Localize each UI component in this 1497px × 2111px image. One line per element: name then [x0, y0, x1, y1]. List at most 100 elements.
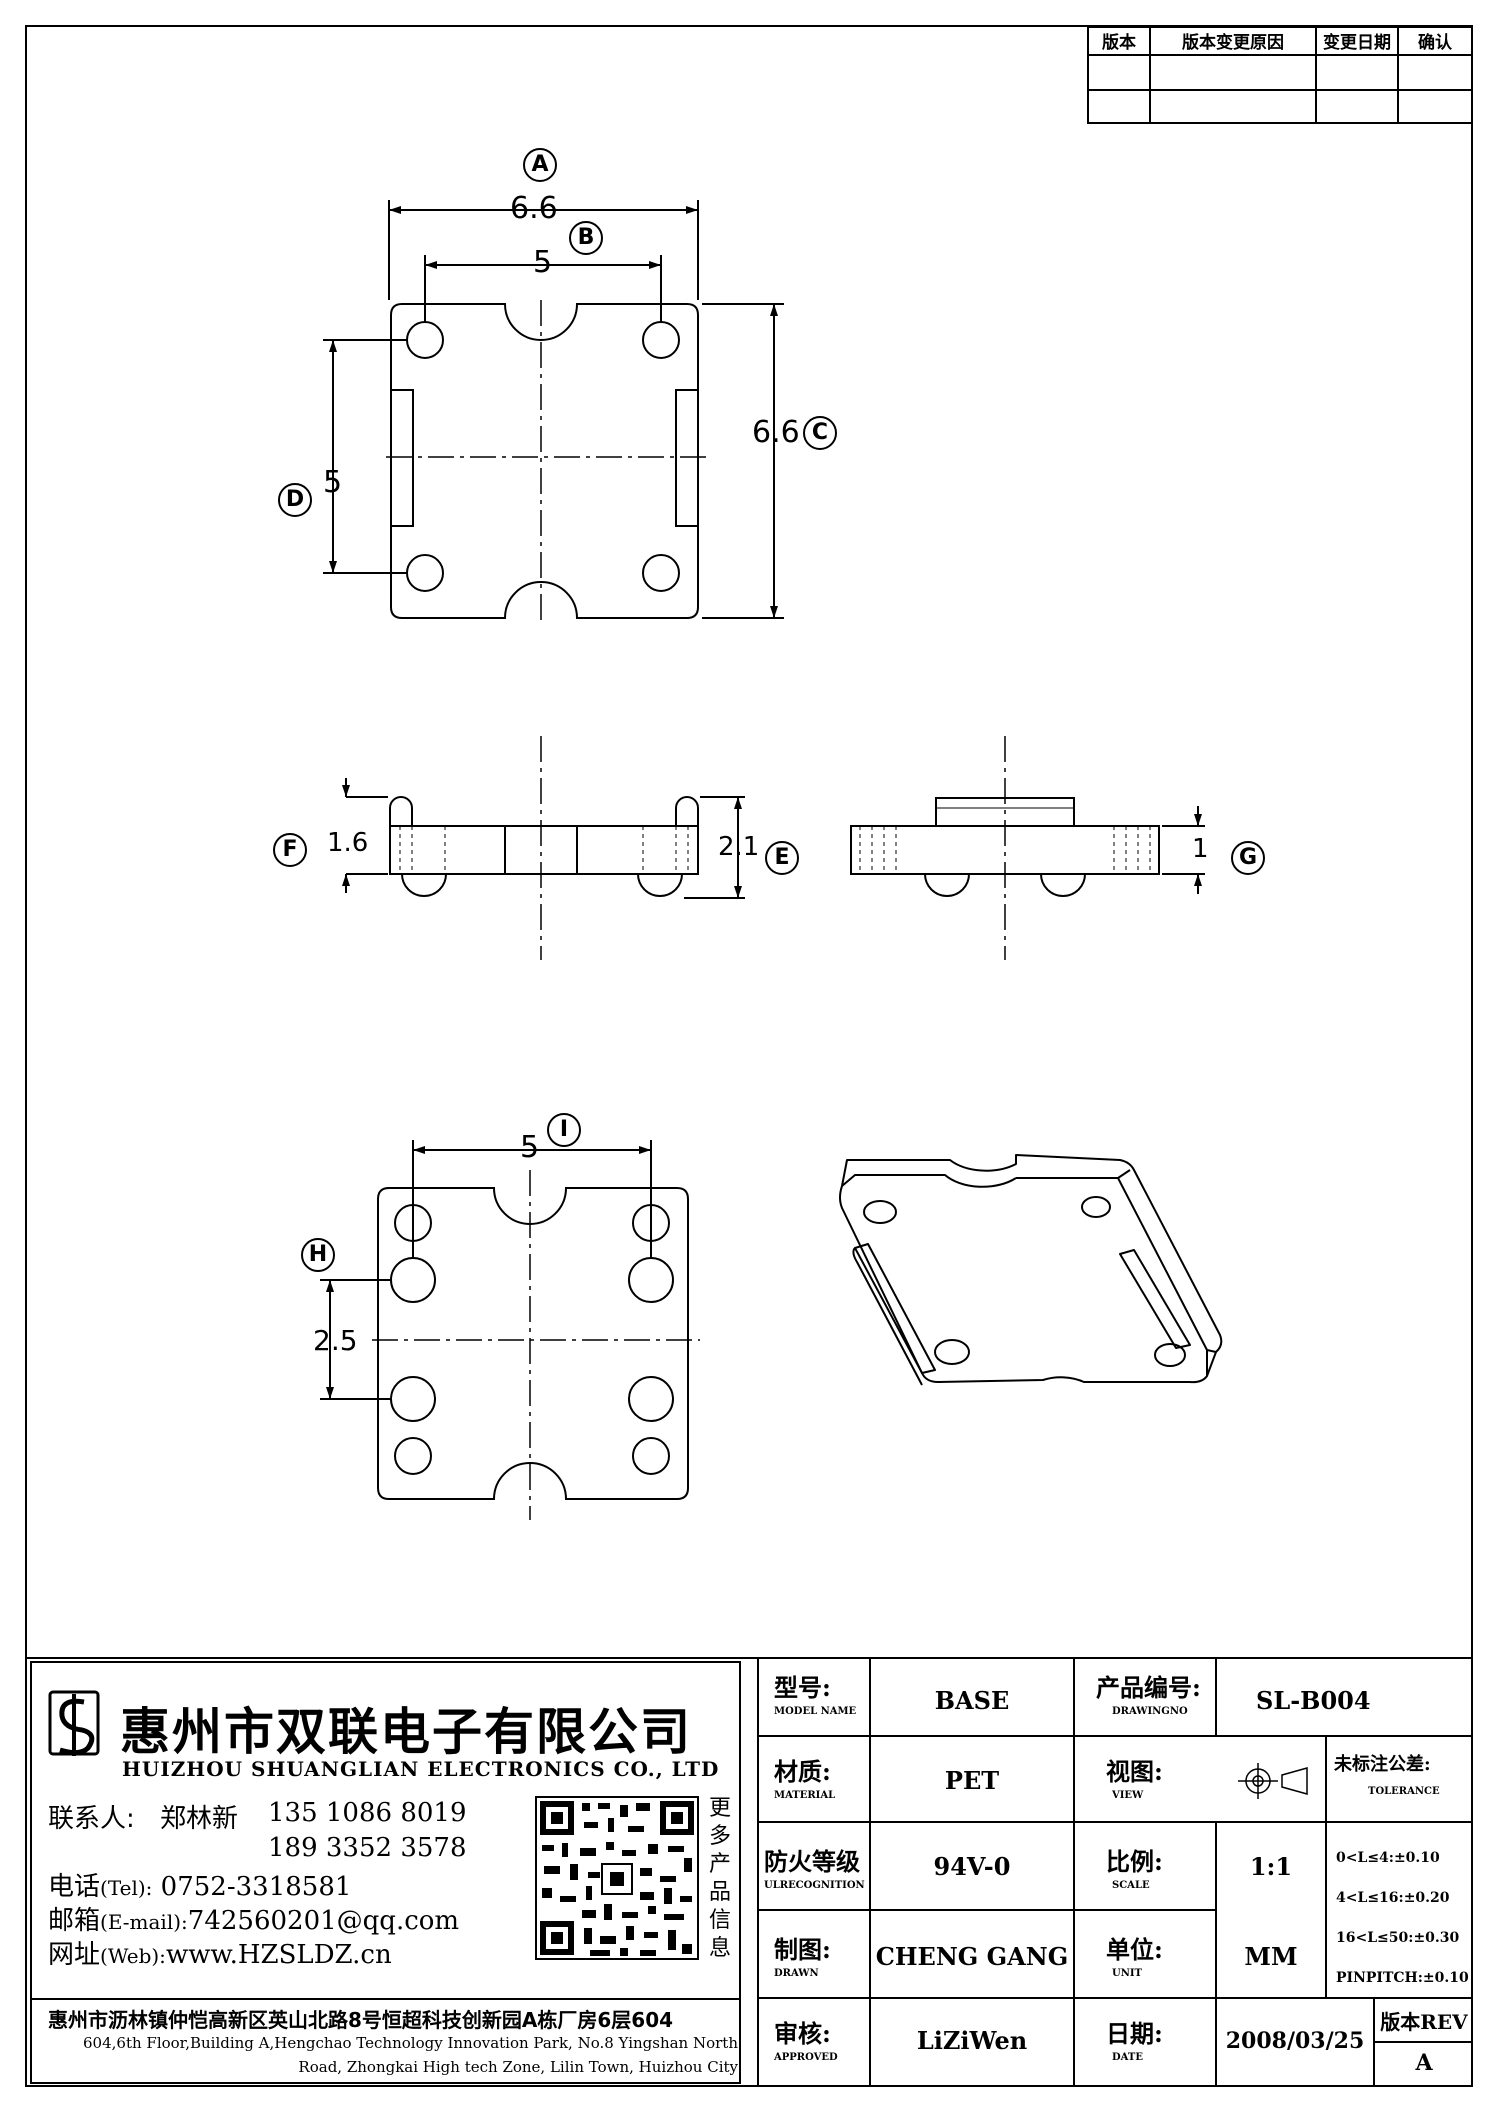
- bottom-view-arrows: [326, 1146, 651, 1399]
- approved-value: LiZiWen: [916, 2026, 1028, 2055]
- top-view-outline: [390, 303, 699, 619]
- address-cn: 惠州市沥林镇仲恺高新区英山北路8号恒超科技创新园A栋厂房6层604: [48, 2008, 674, 2032]
- tolerance-item: 0<L≤4:±0.10: [1336, 1850, 1440, 1866]
- callout-e: E: [765, 841, 799, 875]
- date-label-en: DATE: [1112, 2052, 1143, 2063]
- tel-value: 0752-3318581: [160, 1872, 352, 1902]
- unit-label-en: UNIT: [1112, 1968, 1142, 1979]
- model-value: BASE: [934, 1686, 1010, 1715]
- tolerance-label: 未标注公差:: [1334, 1754, 1431, 1775]
- view-label: 视图:: [1106, 1757, 1163, 1786]
- web-row: 网址(Web):www.HZSLDZ.cn: [48, 1934, 392, 1971]
- callout-c: C: [803, 416, 837, 450]
- qr-code: [535, 1796, 699, 1960]
- dim-bottom-pin-pitch: 5: [520, 1130, 540, 1165]
- scale-value: 1:1: [1249, 1852, 1293, 1881]
- scale-label: 比例:: [1106, 1847, 1163, 1876]
- drawing-frame: [25, 25, 1473, 2087]
- drawn-label-en: DRAWN: [774, 1968, 819, 1979]
- email-value: 742560201@qq.com: [187, 1906, 460, 1936]
- drawn-value: CHENG GANG: [875, 1942, 1069, 1971]
- rev-value: A: [1415, 2050, 1433, 2076]
- dim-bottom-row-pitch: 2.5: [313, 1324, 358, 1357]
- dim-front-total-height: 2.1: [718, 832, 760, 862]
- qr-caption-char: 产: [708, 1852, 731, 1877]
- web-value: www.HZSLDZ.cn: [165, 1940, 392, 1970]
- drawing-no-label: 产品编号:: [1096, 1673, 1201, 1702]
- top-view: [323, 200, 784, 622]
- model-label-en: MODEL NAME: [774, 1706, 857, 1717]
- dim-front-pin-height: 1.6: [327, 828, 369, 858]
- material-value: PET: [944, 1766, 1000, 1795]
- callout-f: F: [273, 833, 307, 867]
- address-en-1: 604,6th Floor,Building A,Hengchao Techno…: [83, 2034, 738, 2052]
- qr-caption-char: 多: [708, 1824, 731, 1849]
- contact-phone-2: 189 3352 3578: [268, 1833, 467, 1863]
- drawing-no-label-en: DRAWINGNO: [1112, 1706, 1188, 1717]
- rev-label: 版本REV: [1380, 2010, 1468, 2034]
- tel-label-en: (Tel):: [100, 1876, 153, 1900]
- callout-h: H: [301, 1238, 335, 1272]
- email-row: 邮箱(E-mail):742560201@qq.com: [48, 1900, 459, 1937]
- side-view: [850, 736, 1205, 960]
- tolerance-item: 4<L≤16:±0.20: [1336, 1890, 1450, 1906]
- unit-label: 单位:: [1106, 1935, 1163, 1964]
- drawing-no-value: SL-B004: [1256, 1686, 1371, 1715]
- ul-label: 防火等级: [764, 1847, 860, 1876]
- callout-i: I: [547, 1113, 581, 1147]
- qr-caption-char: 更: [708, 1796, 731, 1821]
- date-value: 2008/03/25: [1225, 2028, 1365, 2054]
- ul-value: 94V-0: [933, 1852, 1011, 1881]
- unit-value: MM: [1244, 1942, 1298, 1971]
- drawn-label: 制图:: [774, 1935, 831, 1964]
- qr-caption-char: 息: [708, 1936, 731, 1961]
- tel-row: 电话(Tel): 0752-3318581: [48, 1866, 351, 1903]
- revision-table: [1087, 26, 1473, 124]
- email-label-en: (E-mail):: [100, 1910, 188, 1934]
- bottom-view: [320, 1140, 700, 1520]
- email-label-cn: 邮箱: [48, 1906, 101, 1936]
- approved-label-en: APPROVED: [774, 2052, 838, 2063]
- rev-header-confirm: 确认: [1418, 32, 1453, 53]
- rev-header-date: 变更日期: [1323, 32, 1391, 53]
- tolerance-label-en: TOLERANCE: [1368, 1786, 1440, 1797]
- contact-phone-1: 135 1086 8019: [268, 1798, 467, 1828]
- rev-header-version: 版本: [1102, 32, 1136, 53]
- projection-symbol: [1238, 1763, 1308, 1799]
- company-logo: [48, 1690, 100, 1756]
- dim-top-height: 6.6: [752, 415, 800, 450]
- company-name-cn: 惠州市双联电子有限公司: [120, 1702, 692, 1761]
- rev-header-reason: 版本变更原因: [1182, 32, 1284, 53]
- side-view-arrows: [1194, 814, 1202, 886]
- contact-label: 联系人:: [48, 1804, 135, 1834]
- callout-a: A: [523, 148, 557, 182]
- front-view: [345, 736, 745, 960]
- material-label-en: MATERIAL: [774, 1790, 836, 1801]
- isometric-view: [839, 1154, 1223, 1386]
- view-label-en: VIEW: [1112, 1790, 1144, 1801]
- web-label-cn: 网址: [48, 1940, 101, 1970]
- tolerance-item: PINPITCH:±0.10: [1336, 1970, 1469, 1986]
- callout-g: G: [1231, 841, 1265, 875]
- dim-top-width: 6.6: [510, 191, 558, 226]
- ul-label-en: ULRECOGNITION: [764, 1880, 865, 1891]
- callout-d: D: [278, 483, 312, 517]
- company-name-en: HUIZHOU SHUANGLIAN ELECTRONICS CO., LTD: [122, 1757, 720, 1781]
- top-view-arrows: [329, 206, 778, 618]
- tel-label-cn: 电话: [48, 1872, 101, 1902]
- contact-name: 郑林新: [160, 1804, 239, 1834]
- front-view-arrows: [342, 785, 742, 898]
- model-label: 型号:: [774, 1673, 831, 1702]
- title-block: [26, 1657, 1472, 2086]
- dim-top-pin-pitch: 5: [533, 245, 553, 280]
- qr-caption: 更多产品信息: [708, 1795, 732, 1963]
- qr-caption-char: 信: [708, 1908, 731, 1933]
- qr-caption-char: 品: [708, 1880, 731, 1905]
- dim-top-pin-pitch-v: 5: [323, 465, 343, 500]
- approved-label: 审核:: [774, 2019, 831, 2048]
- qr-code-pattern: [540, 1801, 694, 1956]
- tolerance-item: 16<L≤50:±0.30: [1336, 1930, 1460, 1946]
- dim-side-base-height: 1: [1192, 834, 1209, 864]
